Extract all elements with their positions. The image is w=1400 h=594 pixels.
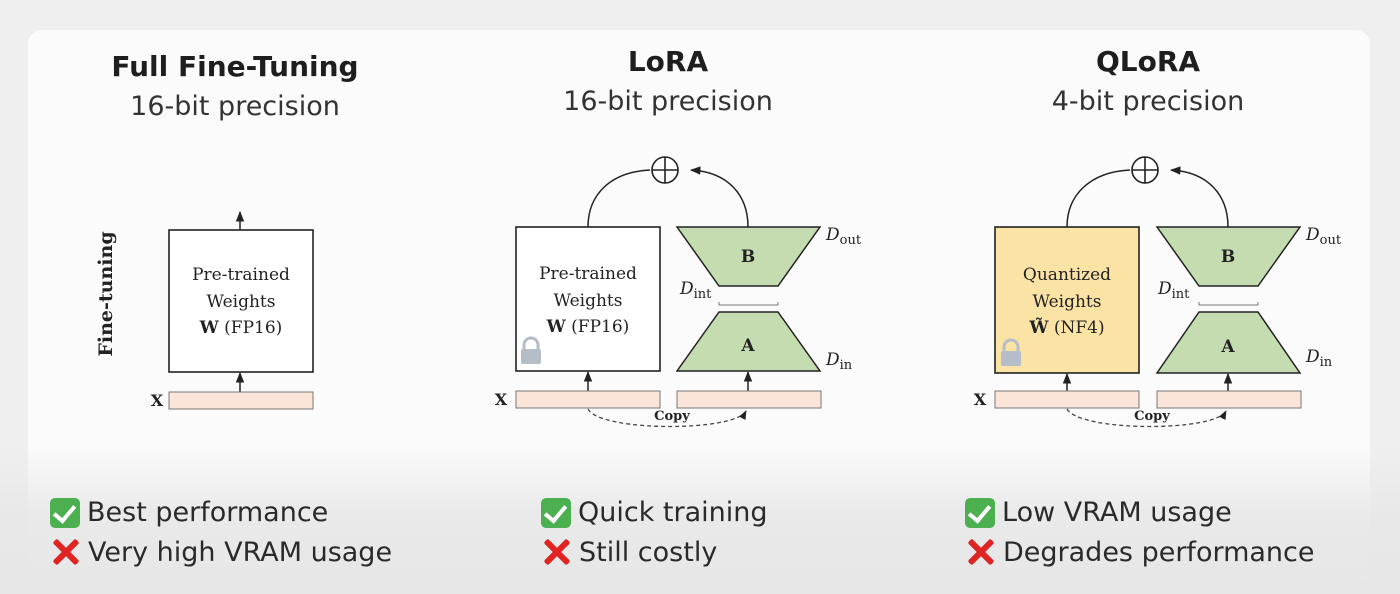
- adapter-b-label: B: [1221, 247, 1235, 267]
- check-icon: [541, 497, 571, 528]
- input-x-bar: [168, 391, 314, 410]
- fine-tuning-side-label: Fine-tuning: [95, 231, 117, 356]
- d-in-label: Din: [1305, 347, 1333, 370]
- input-x-copy-bar: [1156, 390, 1302, 409]
- input-x-bar: [994, 390, 1140, 409]
- adapter-b-label: B: [741, 247, 755, 267]
- input-x-copy-bar: [676, 390, 822, 409]
- lora-con: Still costly: [541, 536, 717, 568]
- lora-title: LoRA: [627, 45, 709, 78]
- d-in-label: Din: [825, 350, 853, 373]
- plus-circle-icon: [651, 156, 679, 184]
- weights-line-1: Pre-trained: [539, 264, 637, 284]
- merge-arc-left: [1066, 169, 1131, 228]
- weights-line-3: W (FP16): [199, 318, 283, 338]
- full-ft-pro: Best performance: [50, 497, 328, 528]
- weights-line-2: Weights: [554, 291, 623, 311]
- weights-line-2: Weights: [1033, 292, 1102, 312]
- adapter-a: [675, 311, 822, 372]
- d-int-label: Dint: [1157, 279, 1190, 302]
- pretrained-weights-box: [168, 229, 314, 373]
- full-ft-pro-text: Best performance: [87, 497, 329, 528]
- qlora-con-text: Degrades performance: [1003, 536, 1315, 568]
- qlora-subtitle: 4-bit precision: [1051, 86, 1245, 117]
- d-out-label: Dout: [1305, 225, 1342, 248]
- lora-pro-text: Quick training: [578, 497, 768, 528]
- copy-arc: [1066, 408, 1227, 428]
- merge-arc-right: [689, 166, 749, 228]
- lora-subtitle: 16-bit precision: [563, 86, 773, 117]
- full-ft-diagram: Fine-tuning Pre-trained Weights W (FP16)…: [95, 210, 314, 410]
- adapter-a-label: A: [740, 336, 755, 356]
- d-int-bracket: [1198, 302, 1259, 306]
- full-ft-con: Very high VRAM usage: [50, 536, 392, 568]
- check-icon: [50, 497, 80, 528]
- adapter-b: [675, 226, 822, 287]
- plus-circle-icon: [1131, 156, 1159, 184]
- qlora-pro: Low VRAM usage: [965, 497, 1232, 528]
- copy-label: Copy: [654, 409, 690, 424]
- qlora-diagram: Quantized Weights W̃ (NF4) B A Dout Dint…: [974, 156, 1342, 428]
- pretrained-weights-box: [515, 226, 661, 372]
- weights-line-3: W (FP16): [546, 317, 630, 337]
- weights-line-1: Quantized: [1023, 265, 1111, 285]
- input-x-label: X: [974, 390, 987, 409]
- weights-line-2: Weights: [207, 292, 276, 312]
- d-out-label: Dout: [825, 225, 862, 248]
- copy-label: Copy: [1134, 409, 1170, 424]
- full-ft-con-text: Very high VRAM usage: [88, 536, 393, 568]
- lock-icon: [521, 336, 541, 364]
- input-x-bar: [515, 390, 661, 409]
- full-ft-subtitle: 16-bit precision: [130, 91, 340, 122]
- qlora-con: Degrades performance: [965, 536, 1315, 568]
- lora-diagram: Pre-trained Weights W (FP16) B A Dout Di…: [495, 156, 862, 428]
- adapter-a-label: A: [1220, 337, 1235, 357]
- bottom-fade: [0, 445, 1400, 594]
- adapter-a: [1155, 311, 1302, 374]
- full-ft-title: Full Fine-Tuning: [111, 50, 359, 83]
- lora-pro: Quick training: [541, 497, 768, 528]
- cross-icon: [50, 536, 82, 568]
- merge-arc-left: [587, 169, 651, 228]
- adapter-b: [1155, 226, 1302, 287]
- qlora-pro-text: Low VRAM usage: [1002, 497, 1232, 528]
- input-x-label: X: [151, 391, 164, 410]
- check-icon: [965, 497, 995, 528]
- cross-icon: [965, 536, 997, 568]
- input-x-label: X: [495, 390, 508, 409]
- lock-icon: [1001, 338, 1021, 366]
- merge-arc-right: [1169, 166, 1229, 228]
- d-int-bracket: [718, 302, 779, 306]
- cross-icon: [541, 536, 573, 568]
- weights-line-1: Pre-trained: [192, 265, 290, 285]
- weights-line-3: W̃ (NF4): [1028, 318, 1104, 338]
- d-int-label: Dint: [679, 279, 712, 302]
- lora-con-text: Still costly: [579, 536, 718, 568]
- qlora-title: QLoRA: [1095, 45, 1201, 78]
